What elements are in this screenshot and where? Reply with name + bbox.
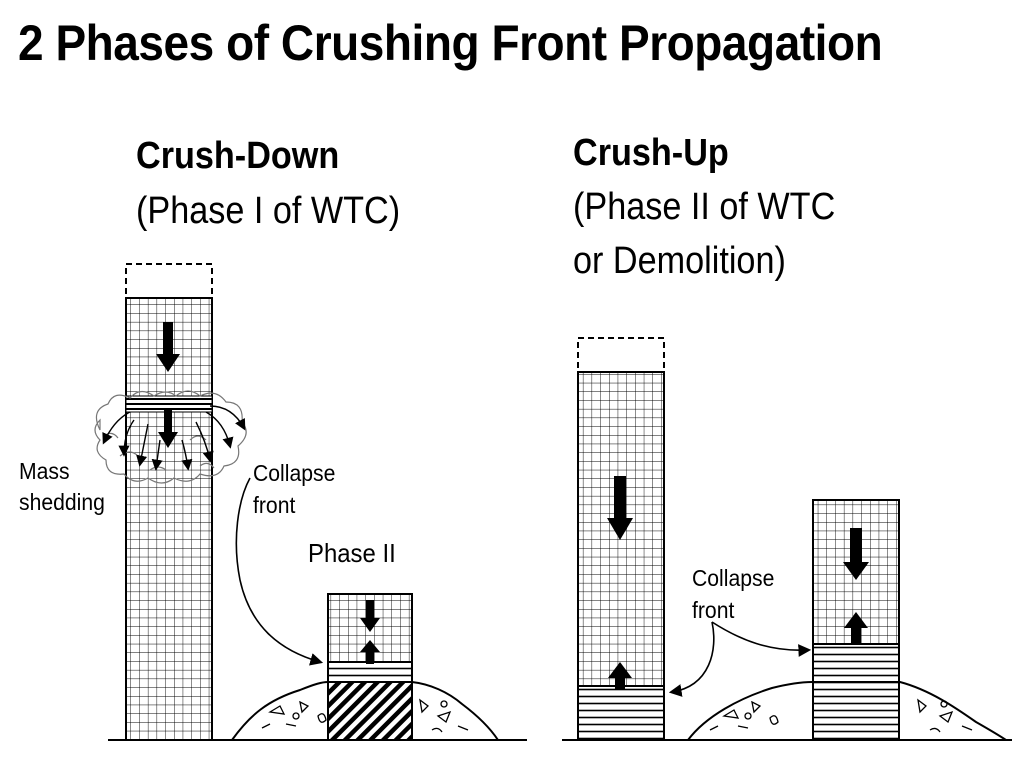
tall-tower-right-crushed-base xyxy=(577,685,665,741)
original-top-dashed xyxy=(125,263,213,299)
up-arrow-icon xyxy=(360,640,380,664)
crush-down-subheading: (Phase I of WTC) xyxy=(136,190,401,232)
collapse-front-label-right-line2: front xyxy=(692,597,735,623)
mass-shedding-label-line2: shedding xyxy=(19,489,105,515)
crush-up-heading: Crush-Up xyxy=(573,132,729,174)
collapse-front-pointer-right xyxy=(668,621,715,697)
rubble-debris-left xyxy=(261,698,469,733)
original-top-dashed-right xyxy=(577,337,665,373)
collapse-front-pointer-right-2 xyxy=(711,621,812,657)
collapse-front-label-left-line1: Collapse xyxy=(253,460,336,486)
small-building-rubble-base xyxy=(327,681,413,741)
debris-arrows xyxy=(102,405,246,471)
page-title: 2 Phases of Crushing Front Propagation xyxy=(18,15,883,71)
down-arrow-icon xyxy=(843,528,869,580)
tall-tower-grid xyxy=(125,297,213,741)
rubble-debris-right xyxy=(709,698,973,733)
down-arrow-icon xyxy=(156,322,180,372)
crush-up-subheading-line1: (Phase II of WTC xyxy=(573,186,836,228)
mass-shedding-label-line1: Mass xyxy=(19,458,70,484)
down-arrow-icon xyxy=(158,410,178,448)
up-arrow-icon xyxy=(608,662,632,690)
collapse-front-pointer-left xyxy=(235,477,324,666)
mid-building-crushed-base xyxy=(812,643,900,741)
down-arrow-icon xyxy=(360,600,380,632)
collapse-front-label-left-line2: front xyxy=(253,492,296,518)
phase-ii-label: Phase II xyxy=(308,538,396,568)
down-arrow-icon xyxy=(607,476,633,540)
collapse-front-label-right-line1: Collapse xyxy=(692,565,775,591)
small-building-crush-band xyxy=(327,661,413,683)
crush-up-subheading-line2: or Demolition) xyxy=(573,240,786,282)
crush-down-heading: Crush-Down xyxy=(136,135,340,177)
up-arrow-icon xyxy=(844,612,868,644)
